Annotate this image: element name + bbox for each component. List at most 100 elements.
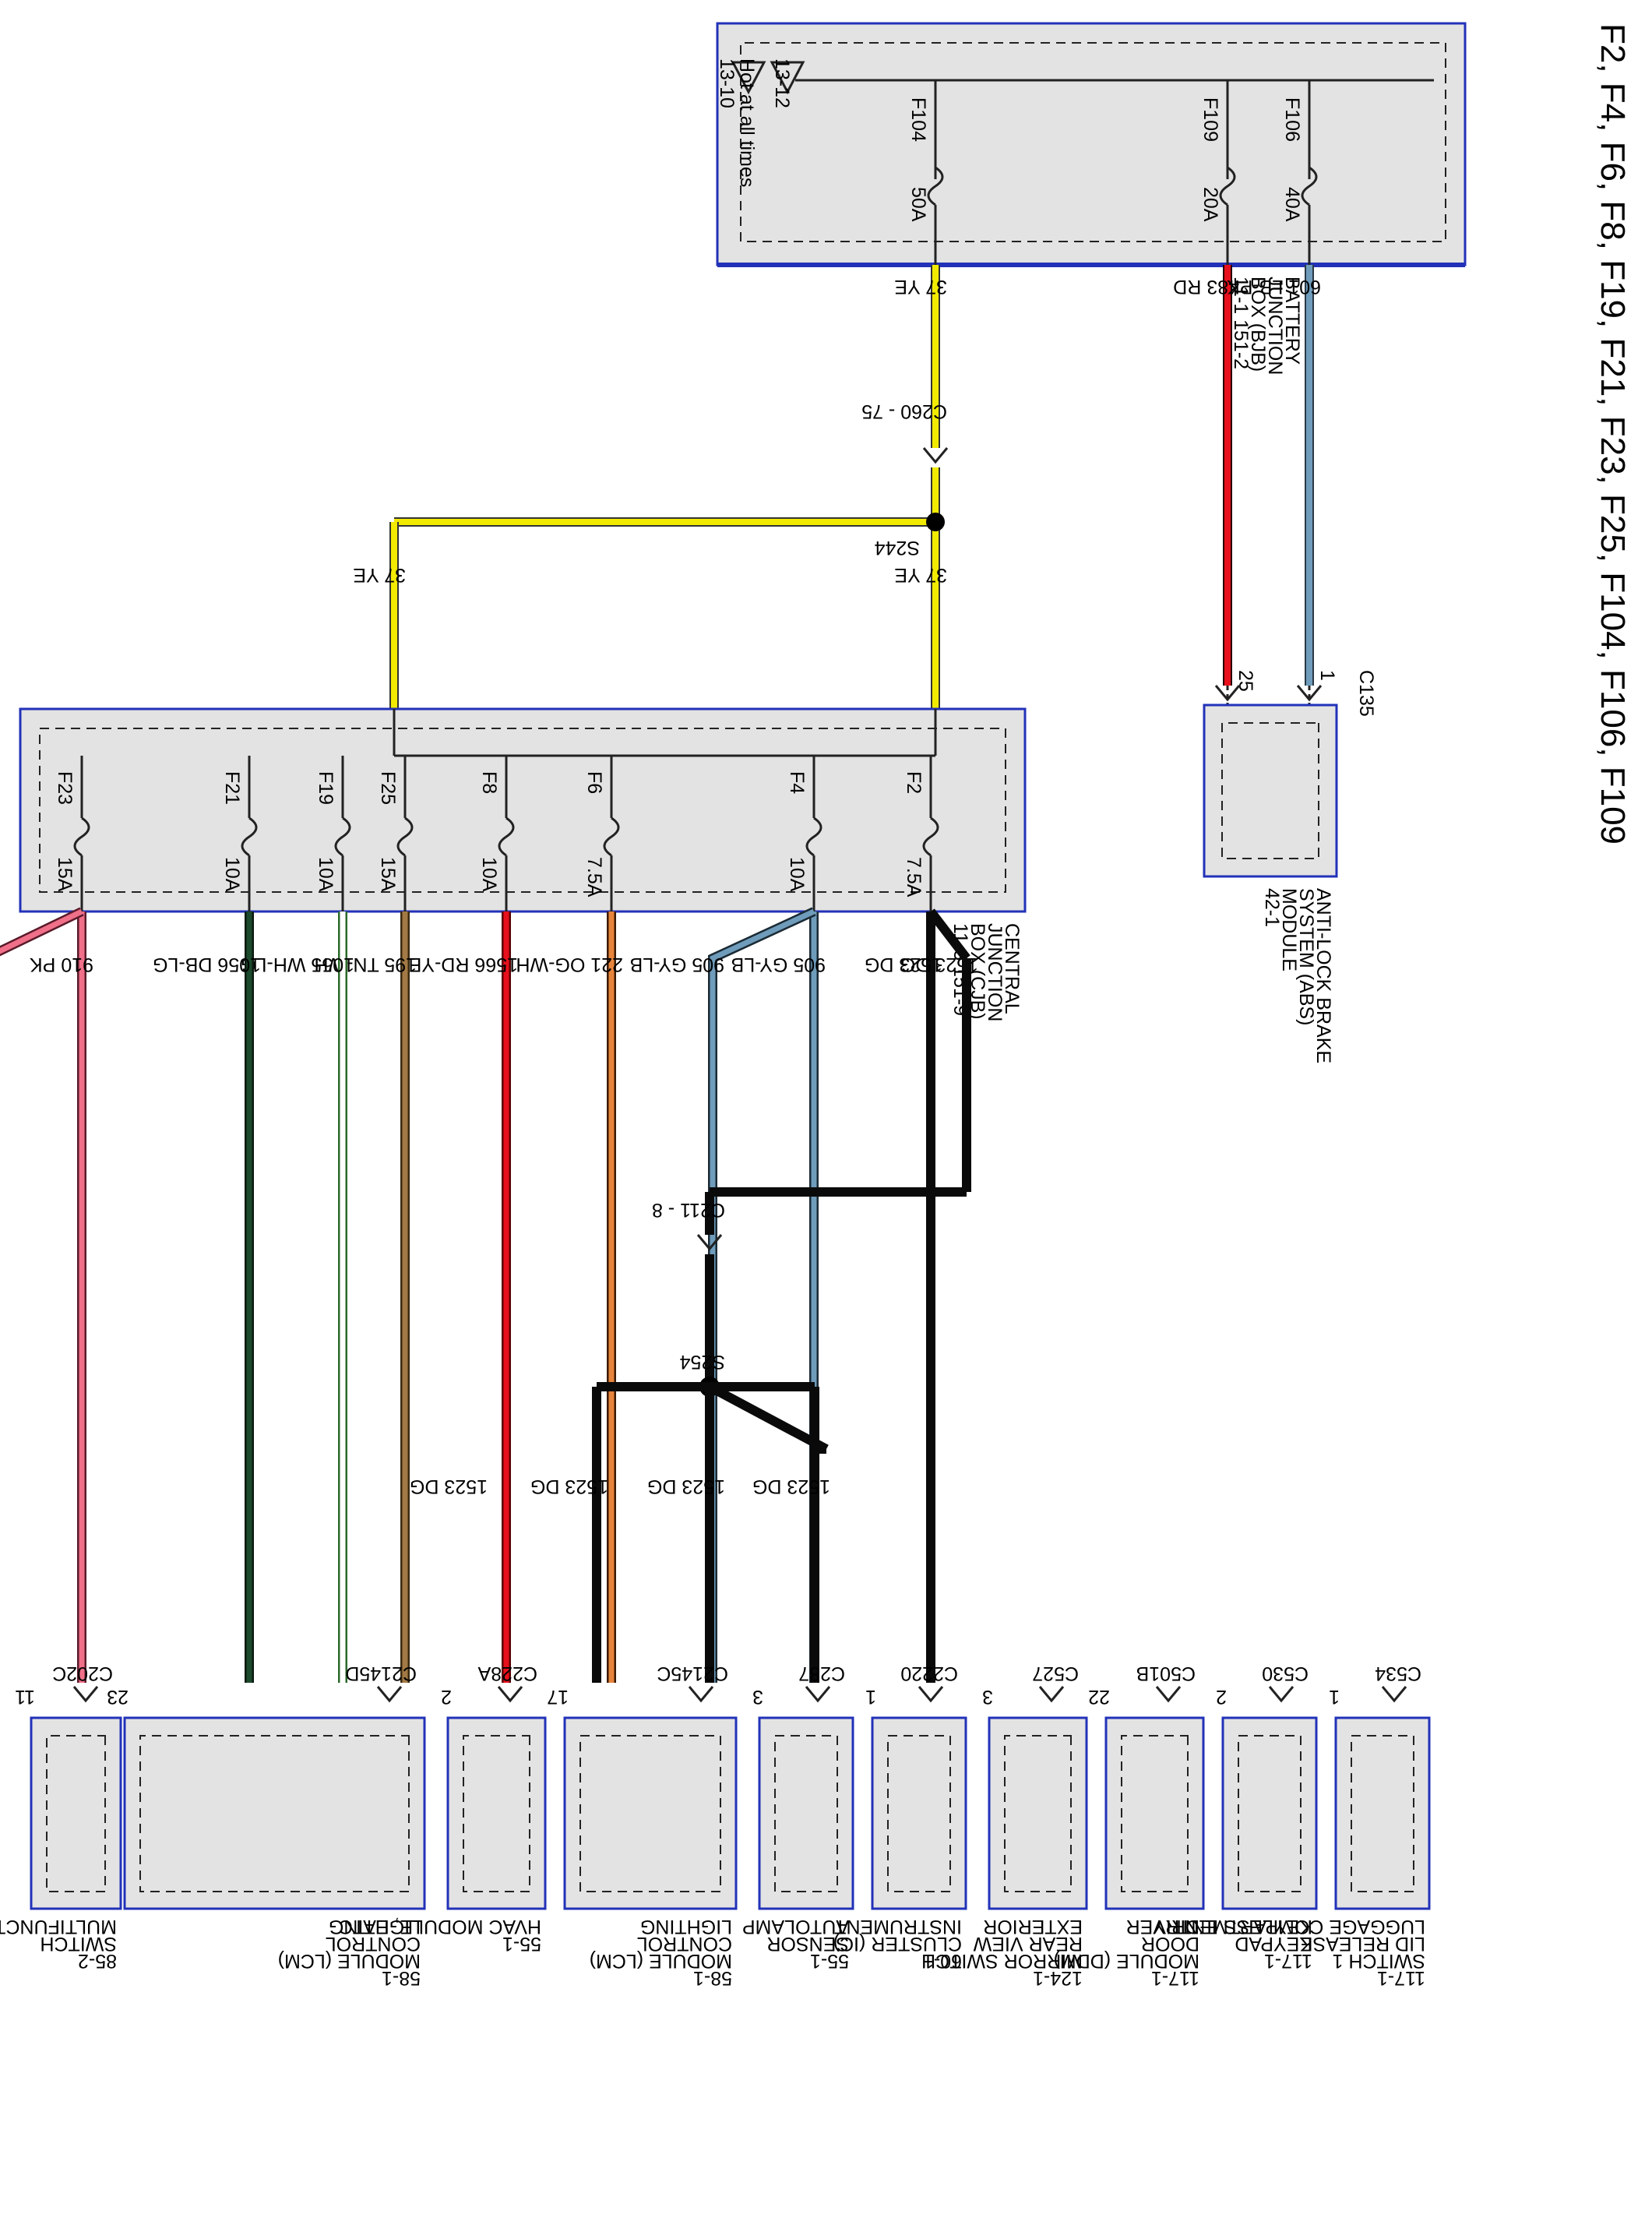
cjb-fuse-amp-f4: 10A [786, 857, 808, 892]
component-connector-0: C534 [1375, 1663, 1421, 1684]
component-pin-9: 11 [15, 1686, 35, 1708]
bjb-name-4: 11-1 151-2 [1230, 277, 1252, 369]
cjb-fuse-f2: F27.5A [903, 756, 939, 911]
component-connector-7: C228A [477, 1663, 537, 1684]
s254-label: S254 [680, 1351, 725, 1373]
bjb-name-3: BOX (BJB) [1247, 277, 1269, 372]
component-name-7-0: HVAC MODULE, EATC [339, 1916, 541, 1938]
bjb-ground-label: 13-12 [771, 58, 793, 108]
cjb-fuse-amp-f6: 7.5A [583, 857, 605, 897]
cjb-fuse-f4: F4 10A [786, 756, 822, 911]
cjb-fuse-f6: F67.5A [583, 756, 620, 911]
abs-module-box [1203, 703, 1338, 878]
component-name-1-0: KEYLESS ENTRY [1152, 1916, 1312, 1938]
component-name-5-0: AUTOLAMP [742, 1916, 849, 1938]
component-name-7-1: 55-1 [502, 1933, 541, 1955]
wire-37a-label: 37 YE [894, 276, 947, 298]
component-connector-8: C2145D [345, 1663, 417, 1684]
s244-label: S244 [875, 537, 920, 559]
cjb-wire-label-3: 1566 RD-YE [409, 954, 518, 975]
cjb-fuse-id-f4: F4 [786, 771, 808, 794]
diagram-title: F2, F4, F6, F8, F19, F21, F23, F25, F104… [1594, 23, 1632, 844]
component-pin-4: 1 [865, 1686, 876, 1708]
cjb-fuse-amp-f8: 10A [478, 857, 500, 892]
cjb-name-1: CENTRAL [1001, 923, 1023, 1014]
component-pin-7: 2 [441, 1686, 452, 1708]
abs-name-1: ANTI-LOCK BRAKE [1312, 888, 1334, 1063]
component-connector-3: C527 [1032, 1663, 1079, 1684]
wire-37b-label: 37 YE [894, 564, 947, 586]
abs-wiring: 601 LB-PK 483 RD C135 1 25 ANTI-LOCK BRA… [1173, 265, 1377, 1063]
cjb-branch-wires: 1523 DG 905 GY-LB 910 PK [0, 907, 978, 1683]
component-name-0-1: LID RELEASE [1300, 1933, 1425, 1955]
abs-name-4: 42-1 [1261, 888, 1283, 927]
cjb-wire-label-1: 905 GY-LB [731, 954, 826, 975]
abs-pin-1: 1 [1316, 670, 1338, 681]
splice-s244 [926, 513, 945, 531]
cjb-wire-label-2: 221 OG-WH [516, 954, 623, 975]
component-pin-5: 3 [752, 1686, 763, 1708]
bjb-supply-label: 13-10 [716, 58, 738, 108]
central-junction-box: CENTRAL JUNCTION BOX (CJB) 11-3 151-9 F2… [19, 707, 1027, 1021]
component-name-8-0: LIGHTING [329, 1916, 421, 1938]
cjb-wire-7: 910 PK [30, 911, 93, 1683]
bjb-name-1: BATTERY [1281, 277, 1303, 365]
dg-distribution-wiring: C211 - 8 S254 1523 DG 1523 DG 1523 DG 15… [410, 958, 971, 1683]
abs-name-2: SYSTEM (ABS) [1295, 888, 1317, 1025]
component-name-6-3: 58-1 [693, 1967, 732, 1989]
cjb-fuse-amp-f23: 15A [54, 857, 76, 892]
cjb-fuse-f23: F23 15A [54, 756, 90, 911]
cjb-wire-label-6: 1056 DB-LG [153, 954, 261, 975]
component-name-4-0: INSTRUMENT [834, 1916, 962, 1938]
component-name-0-0: LUGGAGE COMPARTMENT [1173, 1916, 1425, 1938]
component-name-9-1: SWITCH [40, 1933, 117, 1955]
component-name-2-3: 117-1 [1151, 1967, 1199, 1989]
ground-symbol-icon [770, 61, 805, 95]
component-name-2-2: MODULE (DDM) [1054, 1950, 1200, 1972]
component-connector-2: C501B [1136, 1663, 1196, 1684]
fuse-f106-amp: 40A [1281, 187, 1303, 222]
bjb-name-2: JUNCTION [1264, 277, 1286, 375]
component-name-4-1: CLUSTER (IC) [833, 1933, 962, 1955]
cjb-fuse-amp-f21: 10A [221, 857, 243, 892]
component-connector-9: C202C [52, 1663, 113, 1684]
cjb-fuse-id-f19: F19 [315, 771, 336, 805]
component-name-3-1: REAR VIEW [973, 1933, 1083, 1955]
wire-1523-d-label: 1523 DG [410, 1476, 488, 1497]
cjb-name-2: JUNCTION [984, 923, 1006, 1021]
component-name-0-2: SWITCH 1 [1333, 1950, 1425, 1972]
wire-601-label: 601 LB-PK [1227, 276, 1321, 298]
component-name-9-2: 85-2 [78, 1950, 117, 1972]
cjb-wire-0: 1523 DG [865, 911, 942, 1683]
cjb-fuse-id-f23: F23 [54, 771, 76, 805]
component-connector-5: C287 [798, 1663, 845, 1684]
cjb-fuse-amp-f19: 10A [315, 857, 336, 892]
component-pin-6: 17 [547, 1686, 569, 1708]
component-pin-1: 2 [1216, 1686, 1227, 1708]
component-name-2-0: DRIVER [1126, 1916, 1199, 1938]
fuse-f104-amp: 50A [907, 187, 929, 222]
component-name-4-2: 60-1 [923, 1950, 962, 1972]
component-name-3-0: EXTERIOR [983, 1916, 1083, 1938]
component-pin-2: 22 [1088, 1686, 1110, 1708]
fuse-f109-amp: 20A [1199, 187, 1221, 222]
cjb-wire-6: 1056 DB-LG [153, 911, 261, 1683]
bjb-hot-label: Hot at all times [736, 58, 758, 187]
fuse-f106-id: F106 [1281, 97, 1303, 142]
fuse-f104-id: F104 [907, 97, 929, 142]
component-name-8-2: MODULE (LCM) [278, 1950, 421, 1972]
cjb-wire-label-0: 1523 DG [865, 954, 942, 975]
